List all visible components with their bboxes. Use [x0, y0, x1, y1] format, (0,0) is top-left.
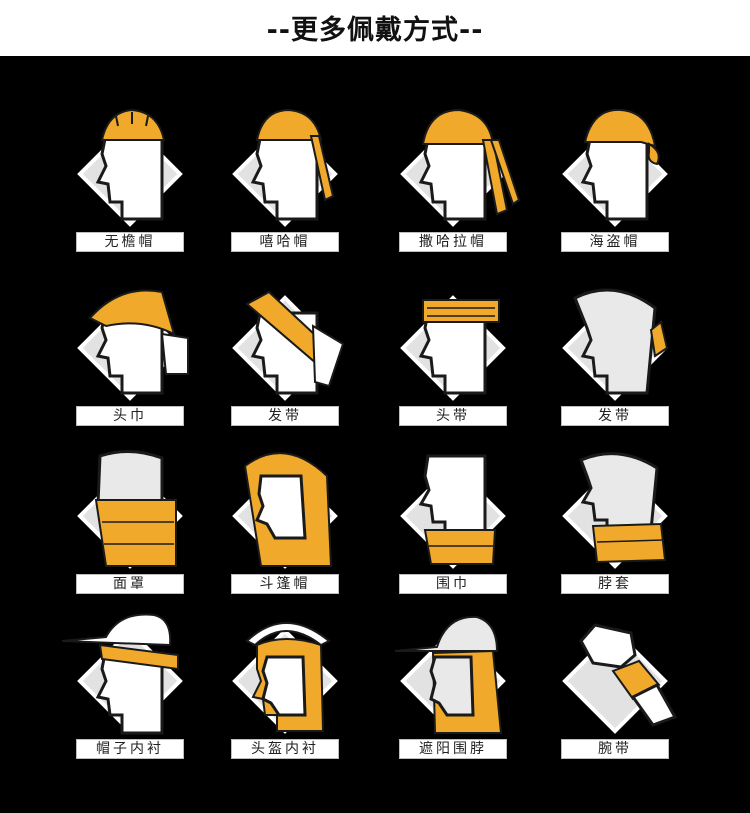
sahara-hat-icon	[400, 108, 521, 227]
wearing-styles-board: 无檐帽 嘻哈帽 撒哈拉帽 海盗帽	[0, 56, 750, 813]
neck-gaiter-icon	[562, 452, 668, 569]
style-label: 面罩	[76, 574, 184, 594]
style-label: 帽子内衬	[76, 739, 184, 759]
cap-liner-icon	[61, 613, 183, 735]
head-band-icon	[400, 295, 506, 401]
style-card-wristband: 腕带	[535, 611, 695, 761]
head-scarf-icon	[77, 289, 189, 401]
wristband-icon	[562, 623, 678, 734]
style-card-cap-liner: 帽子内衬	[50, 611, 210, 761]
style-card-head-scarf: 头巾	[50, 278, 210, 428]
pirate-hat-icon	[562, 108, 668, 227]
style-card-head-band: 头带	[373, 278, 533, 428]
hair-band-tie-icon	[562, 288, 669, 401]
style-card-face-mask: 面罩	[50, 446, 210, 596]
style-label: 无檐帽	[76, 232, 184, 252]
style-card-helmet-liner: 头盔内衬	[205, 611, 365, 761]
helmet-liner-icon	[232, 622, 338, 734]
scarf-icon	[400, 454, 506, 569]
style-label: 发带	[561, 406, 669, 426]
sun-neck-cover-icon	[394, 615, 506, 734]
page-title: --更多佩戴方式--	[266, 15, 484, 46]
style-card-sahara-hat: 撒哈拉帽	[373, 104, 533, 254]
style-label: 嘻哈帽	[231, 232, 339, 252]
style-label: 头盔内衬	[231, 739, 339, 759]
face-mask-icon	[77, 449, 183, 569]
style-card-scarf: 围巾	[373, 446, 533, 596]
style-card-pirate-hat: 海盗帽	[535, 104, 695, 254]
style-label: 斗篷帽	[231, 574, 339, 594]
style-card-sun-neck-cover: 遮阳围脖	[373, 611, 533, 761]
style-label: 头带	[399, 406, 507, 426]
style-label: 海盗帽	[561, 232, 669, 252]
style-label: 围巾	[399, 574, 507, 594]
style-card-beanie: 无檐帽	[50, 104, 210, 254]
style-label: 撒哈拉帽	[399, 232, 507, 252]
style-label: 发带	[231, 406, 339, 426]
style-card-hood: 斗篷帽	[205, 446, 365, 596]
style-label: 头巾	[76, 406, 184, 426]
style-label: 遮阳围脖	[399, 739, 507, 759]
hair-band-icon	[232, 290, 345, 401]
hood-icon	[232, 452, 338, 569]
style-card-hair-band-tie: 发带	[535, 278, 695, 428]
hiphop-cap-icon	[232, 108, 338, 227]
style-card-hiphop-cap: 嘻哈帽	[205, 104, 365, 254]
style-label: 脖套	[561, 574, 669, 594]
style-label: 腕带	[561, 739, 669, 759]
style-card-hair-band: 发带	[205, 278, 365, 428]
page-header: --更多佩戴方式--	[0, 0, 750, 56]
beanie-icon	[77, 108, 183, 227]
style-card-neck-gaiter: 脖套	[535, 446, 695, 596]
